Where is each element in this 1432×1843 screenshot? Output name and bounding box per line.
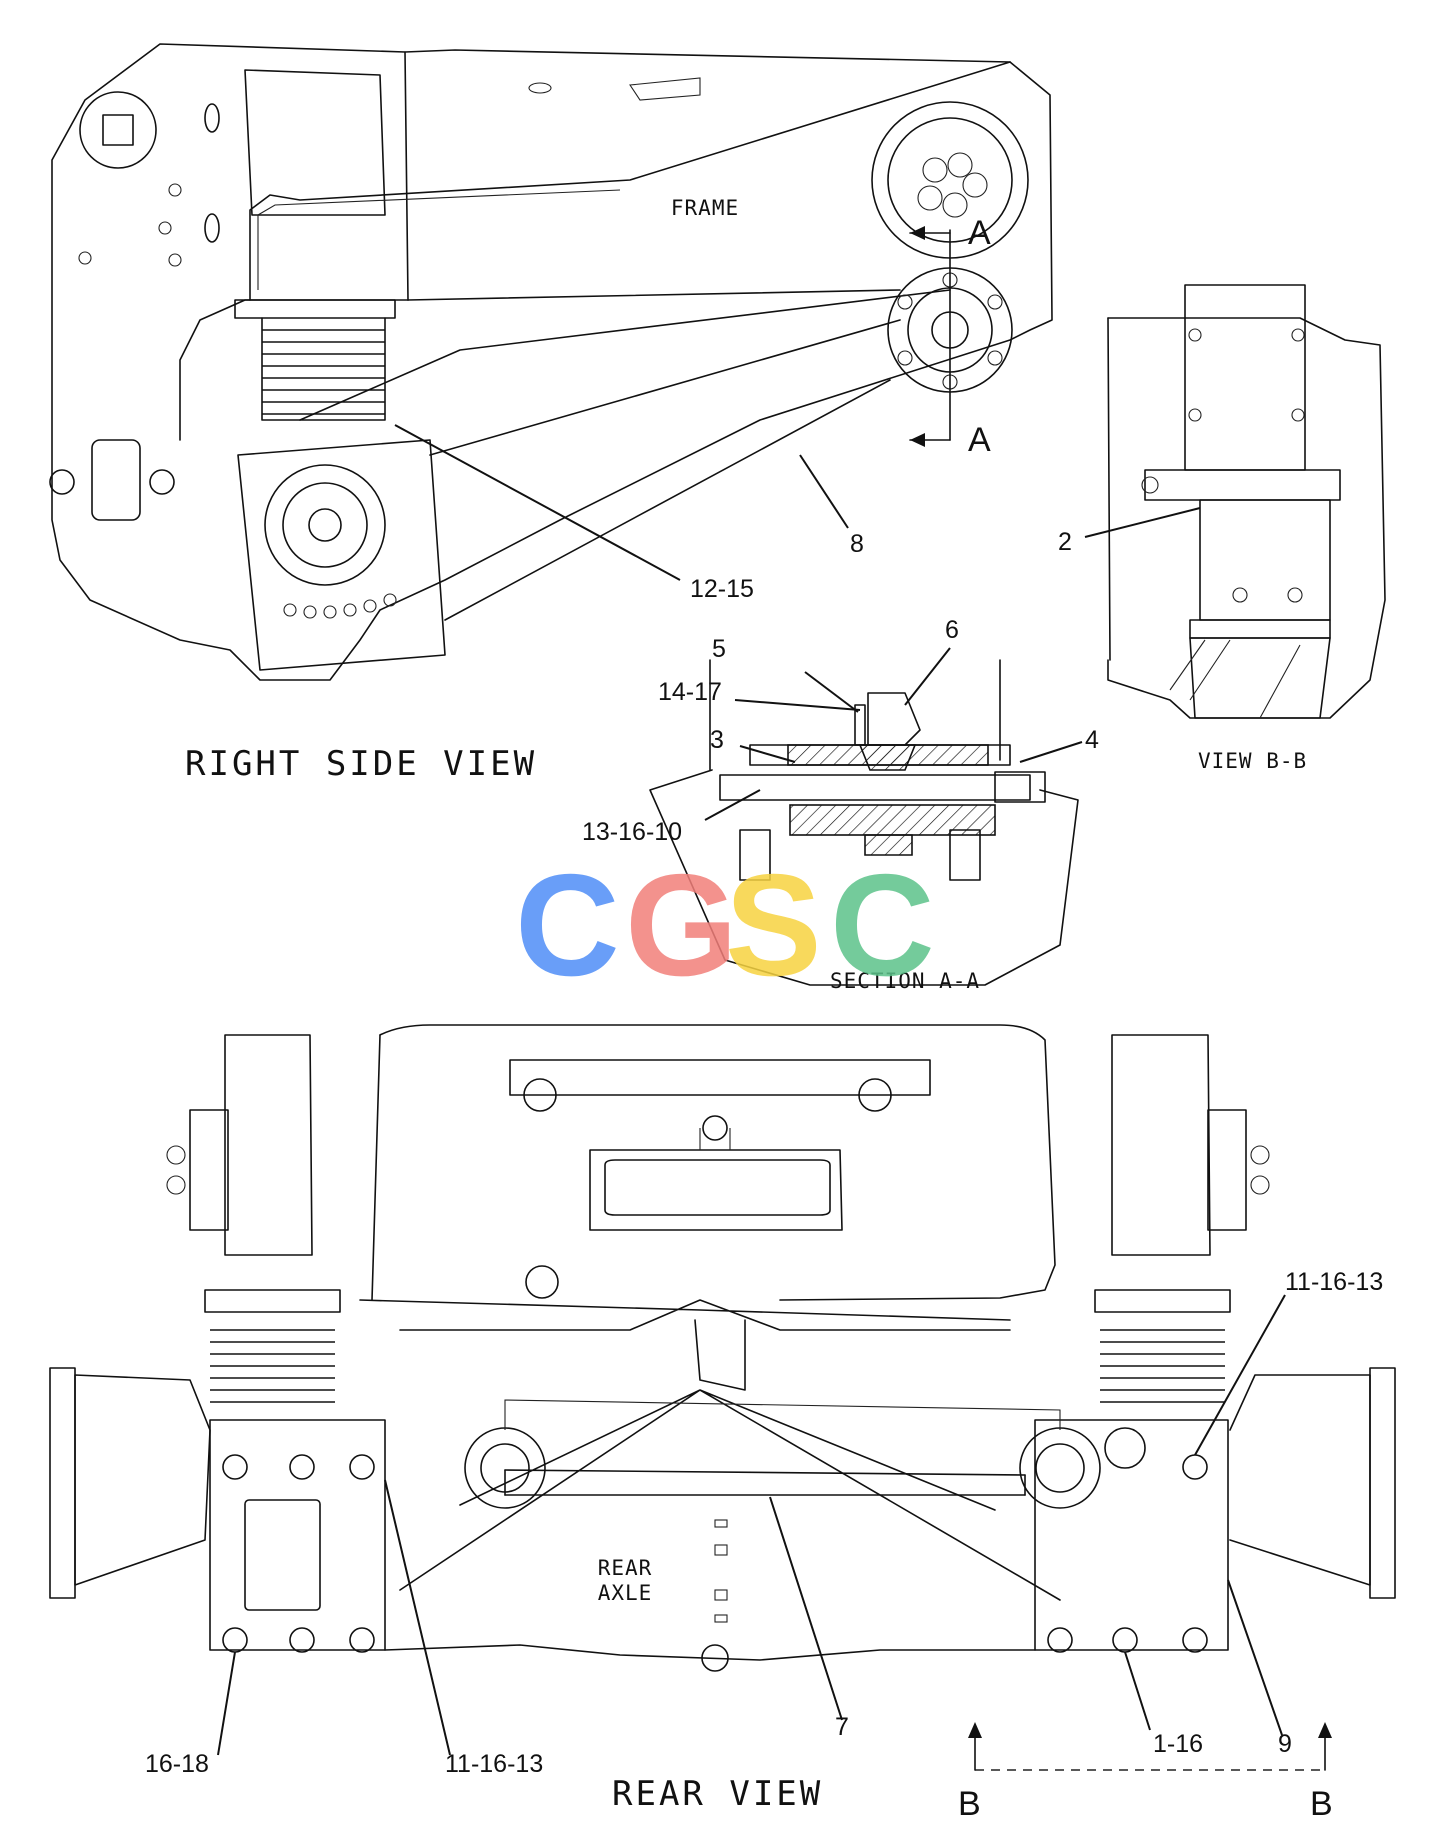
leader-1-16	[1124, 1651, 1151, 1731]
view-b-b-title: VIEW B-B	[1198, 749, 1307, 773]
callout-5: 5	[712, 635, 726, 663]
watermark-letter-1: C	[515, 844, 620, 1006]
leader-11-16-13-left	[384, 1479, 451, 1756]
section-a-a-title: SECTION A-A	[830, 969, 980, 993]
rear-view-drawing	[49, 1024, 1396, 1672]
leader-9	[1227, 1579, 1283, 1736]
leader-14-17	[734, 699, 861, 711]
callout-2: 2	[1058, 528, 1072, 556]
view-b-b-drawing	[1107, 284, 1386, 719]
watermark-letter-3: S	[725, 844, 822, 1006]
callout-13-16-10: 13-16-10	[582, 818, 682, 846]
leader-3	[739, 745, 796, 763]
callout-4: 4	[1085, 726, 1099, 754]
section-marker-a-bottom: A	[968, 421, 991, 459]
section-line-b-b	[968, 1722, 1332, 1771]
frame-label: FRAME	[671, 196, 739, 220]
callout-16-18: 16-18	[145, 1750, 209, 1778]
callout-6: 6	[945, 616, 959, 644]
callout-11-16-13-left: 11-16-13	[445, 1750, 543, 1778]
section-marker-b-left: B	[958, 1785, 981, 1823]
callout-12-15: 12-15	[690, 575, 754, 603]
leader-13-16-10	[704, 789, 761, 821]
watermark-letter-2: G	[625, 844, 738, 1006]
callout-7: 7	[835, 1713, 849, 1741]
leader-2	[1084, 507, 1201, 538]
rear-axle-label-line2: AXLE	[598, 1581, 653, 1605]
right-side-view-drawing	[49, 43, 1053, 681]
leader-4	[1019, 741, 1083, 763]
watermark-letter-4: C	[830, 844, 935, 1006]
right-side-view-title: RIGHT SIDE VIEW	[185, 744, 537, 784]
leader-7	[769, 1496, 843, 1721]
callout-3: 3	[710, 726, 724, 754]
leader-8	[799, 454, 849, 529]
section-marker-b-right: B	[1310, 1785, 1333, 1823]
leader-6	[904, 647, 951, 706]
callout-9: 9	[1278, 1730, 1292, 1758]
section-marker-a-top: A	[968, 214, 991, 252]
rear-view-title: REAR VIEW	[612, 1774, 823, 1814]
callout-8: 8	[850, 530, 864, 558]
callout-1-16: 1-16	[1153, 1730, 1203, 1758]
leader-5	[804, 671, 859, 713]
leader-16-18	[217, 1651, 236, 1756]
callout-14-17: 14-17	[658, 678, 722, 706]
callout-11-16-13-right: 11-16-13	[1285, 1268, 1383, 1296]
leader-12-15	[394, 424, 681, 581]
leader-11-16-13-right	[1194, 1294, 1286, 1456]
rear-axle-label-line1: REAR	[598, 1556, 653, 1580]
section-a-a-drawing	[649, 659, 1079, 986]
cgsc-watermark: C G S C	[515, 844, 935, 1006]
